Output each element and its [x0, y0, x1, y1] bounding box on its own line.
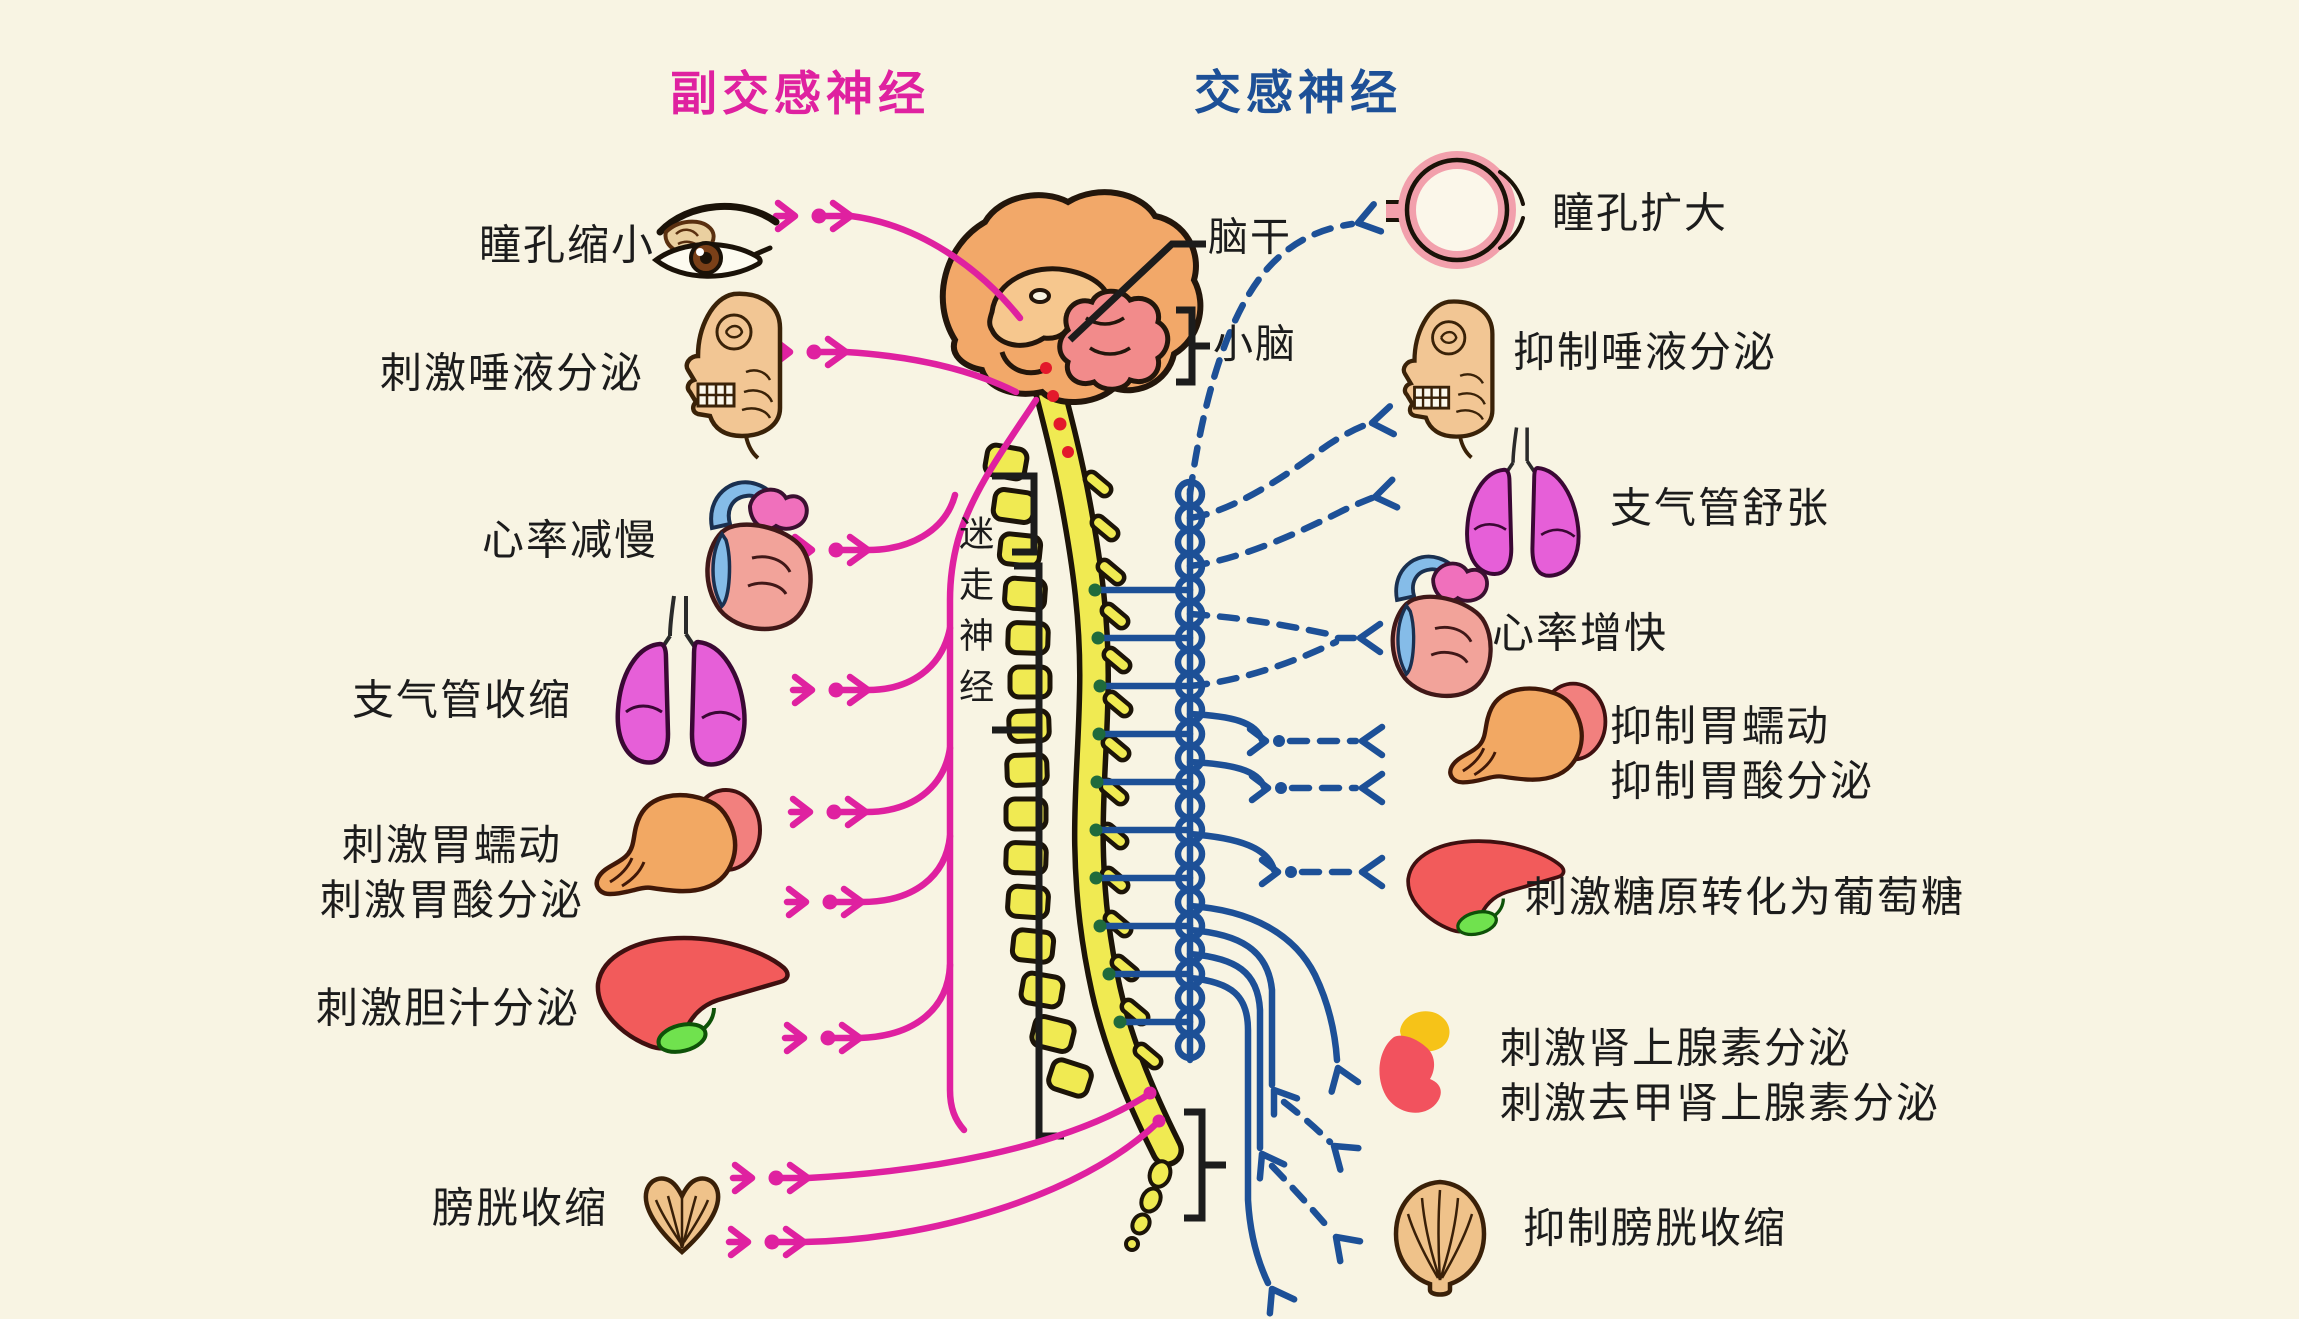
terminal-lungs: [793, 677, 868, 703]
sacral-root-dot: [1143, 1086, 1157, 1100]
branch-to-heart-lower: [1186, 638, 1340, 690]
left-stomach-icon: [597, 790, 760, 894]
pelvic-branch-2: [800, 1120, 1160, 1246]
brainstem-nucleus-dot: [1047, 390, 1059, 402]
label-bladder-contract: 膀胱收缩: [431, 1183, 609, 1233]
pelvic-bundle-3: [1186, 974, 1272, 1287]
branch-to-bladder: [1268, 1162, 1336, 1236]
label-pupil-dilation: 瞳孔扩大: [1551, 188, 1729, 238]
label-inhibit-gastric: 抑制胃蠕动 抑制胃酸分泌: [1610, 701, 1875, 806]
left-eye-icon: [651, 202, 780, 279]
right-lungs-icon: [1465, 425, 1581, 578]
right-eyeball-icon: [1386, 151, 1525, 269]
branch-to-salivary: [1186, 420, 1372, 522]
brainstem-pointer-line: [1067, 240, 1206, 343]
label-heart-rate-slows: 心率减慢: [481, 515, 659, 565]
label-adrenaline-secretion: 刺激肾上腺素分泌 刺激去甲肾上腺素分泌: [1500, 1023, 1941, 1128]
adrenal-gland-icon: [1379, 1011, 1450, 1113]
label-glycogen-to-glucose: 刺激糖原转化为葡萄糖: [1524, 872, 1966, 922]
terminal-eye: [776, 203, 851, 229]
brainstem-nucleus-dot: [1040, 362, 1052, 374]
title-sympathetic: 交感神经: [1194, 65, 1402, 121]
label-vagus-nerve: 迷走神经: [953, 515, 994, 719]
left-bladder-icon: [643, 1176, 721, 1256]
label-bronchi-dilate: 支气管舒张: [1609, 483, 1831, 533]
pelvic-bundle-2: [1186, 950, 1264, 1152]
label-cerebellum: 小脑: [1213, 321, 1297, 368]
label-stimulate-bile: 刺激胆汁分泌: [315, 983, 581, 1033]
branch-to-stomach-1: [862, 744, 954, 816]
pelvic-branch-1: [804, 1092, 1150, 1182]
right-bladder-icon: [1393, 1179, 1487, 1297]
terminal-stomach-2: [787, 889, 862, 915]
spinous-processes: [1082, 469, 1164, 1071]
vagus-trunk: [946, 396, 1040, 1134]
right-stomach-icon: [1450, 684, 1605, 783]
label-inhibit-bladder: 抑制膀胱收缩: [1522, 1203, 1788, 1253]
branch-to-adrenal: [1186, 902, 1341, 1064]
cord-root-dots: [1088, 583, 1127, 1029]
branch-to-salivary: [842, 348, 1020, 396]
branch-to-eye: [1186, 220, 1356, 498]
left-heart-icon: [707, 482, 810, 629]
cerebellum-shape: [1057, 288, 1171, 392]
branch-to-eye: [847, 212, 1024, 322]
left-lungs-icon: [618, 596, 745, 764]
spinal-cord: [1021, 328, 1184, 1252]
branch-to-lungs: [864, 624, 954, 694]
left-liver-icon: [598, 938, 788, 1056]
pelvic-bundle-1: [1186, 926, 1276, 1089]
right-heart-icon: [1393, 557, 1491, 696]
terminal-bladder-2: [729, 1229, 804, 1255]
branch-to-heart: [864, 491, 959, 554]
label-brainstem: 脑干: [1208, 214, 1292, 261]
title-parasympathetic: 副交感神经: [670, 66, 930, 122]
terminal-bladder-1: [733, 1165, 808, 1191]
right-salivary-face-icon: [1404, 302, 1493, 458]
brainstem-nucleus-dot: [1053, 417, 1067, 431]
branch-to-heart-upper: [1186, 610, 1342, 640]
label-stimulate-gastric: 刺激胃蠕动 刺激胃酸分泌: [319, 820, 585, 925]
branch-to-liver: [856, 961, 954, 1042]
sacral-bracket: [1184, 1108, 1226, 1222]
sympathetic-ganglia: [1174, 478, 1206, 1062]
label-bronchi-constrict: 支气管收缩: [351, 675, 573, 725]
label-stimulate-saliva: 刺激唾液分泌: [379, 348, 645, 398]
terminal-liver: [785, 1025, 860, 1051]
label-pupil-constriction: 瞳孔缩小: [478, 220, 656, 270]
sympathetic-pathways: [1088, 204, 1398, 1313]
parasympathetic-pathways: [729, 203, 1166, 1255]
cerebellum-bracket: [1176, 306, 1210, 386]
left-salivary-face-icon: [687, 294, 780, 458]
branch-to-lungs: [1186, 494, 1376, 570]
brainstem-nucleus-dot: [1062, 446, 1074, 458]
brain: [939, 189, 1204, 458]
sacral-root-dot: [1152, 1114, 1166, 1128]
branch-to-stomach-2: [858, 832, 954, 906]
label-inhibit-saliva: 抑制唾液分泌: [1512, 327, 1778, 377]
terminal-stomach-1: [791, 799, 866, 825]
label-heart-rate-increase: 心率增快: [1491, 608, 1669, 658]
